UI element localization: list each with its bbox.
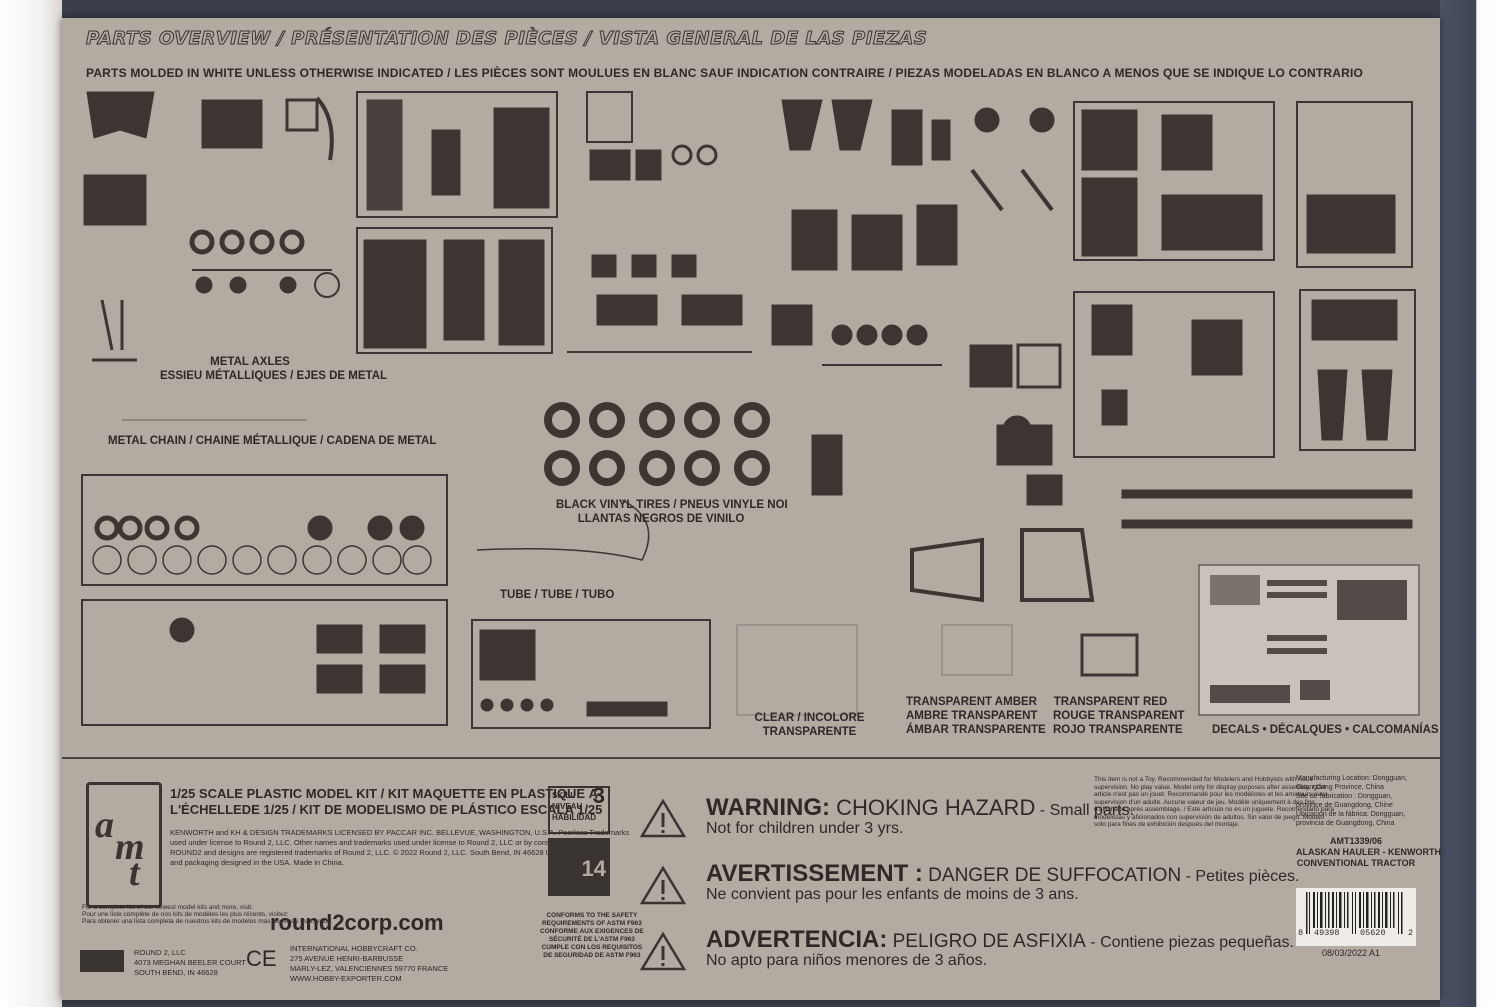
decals-label: DECALS • DÉCALQUES • CALCOMANÍAS (1212, 724, 1439, 736)
box-back-panel (62, 18, 1440, 1000)
age-badge: 14 (548, 838, 610, 896)
warning-en: WARNING: CHOKING HAZARD - Small parts. (706, 794, 1135, 821)
metal-chain-label: METAL CHAIN / CHAINE MÉTALLIQUE / CADENA… (108, 435, 437, 447)
section-divider (62, 757, 1440, 759)
barcode-digit-left: 8 (1298, 928, 1304, 938)
trademark-text: KENWORTH and KH & DESIGN TRADEMARKS LICE… (170, 828, 630, 867)
part-hood-panel (86, 91, 155, 139)
print-date: 08/03/2022 A1 (1322, 948, 1381, 958)
warning-en-sub: Not for children under 3 yrs. (706, 820, 904, 837)
warning-triangle-es-icon (640, 931, 687, 971)
ihc-address: INTERNATIONAL HOBBYCRAFT CO.275 AVENUE H… (290, 944, 449, 983)
barcode-digit-right: 2 (1408, 928, 1414, 938)
warning-fr-sub: Ne convient pas pour les enfants de moin… (706, 886, 1079, 903)
upc-barcode (1296, 888, 1416, 946)
box-edge-left (0, 0, 62, 1007)
tube-label: TUBE / TUBE / TUBO (500, 589, 615, 601)
box-edge-right (1440, 0, 1500, 1007)
warning-fr: AVERTISSEMENT : DANGER DE SUFFOCATION - … (706, 860, 1300, 887)
warning-es: ADVERTENCIA: PELIGRO DE ASFIXIA - Contie… (706, 926, 1294, 953)
ce-mark: CE (246, 946, 277, 971)
warning-es-sub: No apto para niños menores de 3 años. (706, 952, 988, 969)
not-a-toy-notice: This item is not a Toy. Recommended for … (1094, 776, 1334, 828)
barcode-digits-2: 05620 (1360, 928, 1386, 938)
molded-white-subtitle: PARTS MOLDED IN WHITE UNLESS OTHERWISE I… (86, 66, 1364, 80)
visit-text: For a complete list of our newest model … (82, 904, 333, 925)
round2-logo (80, 950, 124, 972)
parts-overview-title: PARTS OVERVIEW / PRÉSENTATION DES PIÈCES… (85, 28, 928, 50)
amt-logo: a m t (86, 782, 162, 908)
warning-triangle-fr-icon (640, 865, 687, 905)
part-fender (83, 174, 147, 226)
part-cab-piece (201, 99, 263, 149)
warning-triangle-en-icon (640, 798, 687, 838)
parts-sprue-diagrams (81, 91, 1420, 729)
warning-triangles (640, 798, 687, 971)
website-link[interactable]: round2corp.com (270, 910, 444, 935)
barcode-digits-1: 49398 (1314, 928, 1340, 938)
manufacturing-location: Manufacturing Location: Dongguan,Guangdo… (1296, 775, 1407, 827)
scale-text: 1/25 SCALE PLASTIC MODEL KIT / KIT MAQUE… (170, 786, 603, 817)
